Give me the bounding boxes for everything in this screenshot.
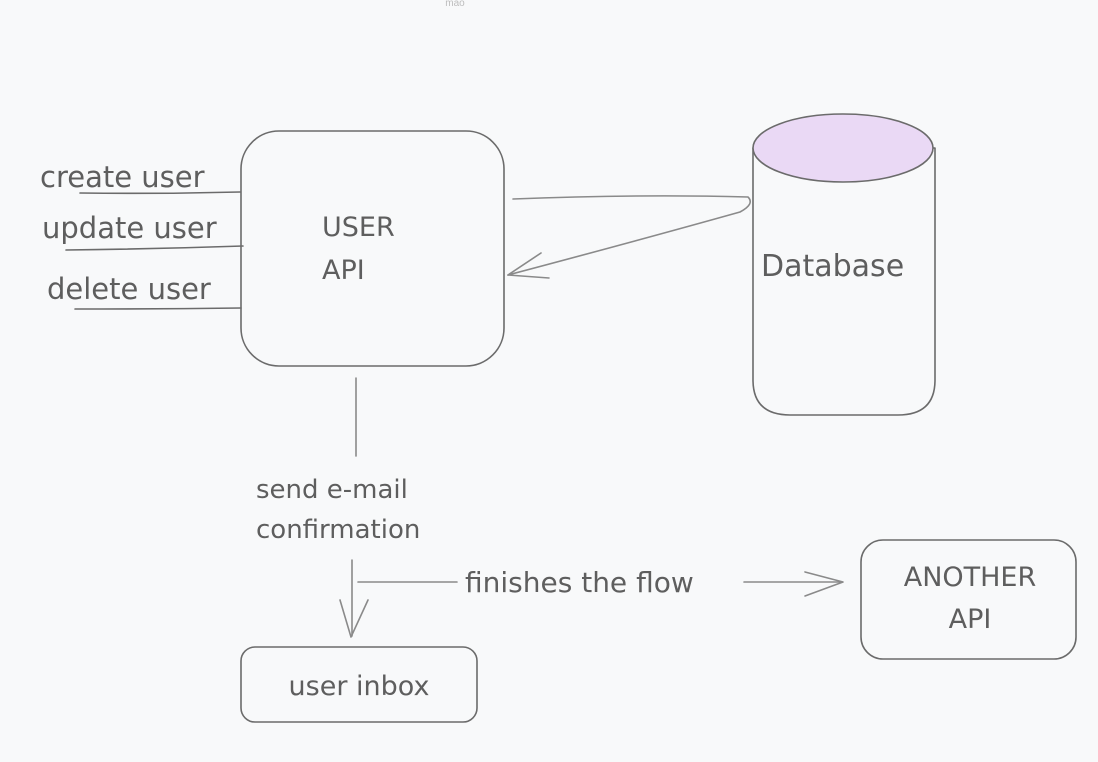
api-database-arrow (507, 195, 751, 279)
user-api-node[interactable]: USER API (240, 130, 505, 367)
finish-arrow: finishes the flow (357, 566, 844, 599)
api-database-arrow-head (507, 252, 550, 279)
user-api-label-line1: USER (322, 212, 395, 243)
database-node[interactable]: Database (752, 113, 936, 416)
database-top (752, 113, 934, 183)
another-api-label-line1: ANOTHER (904, 562, 1037, 593)
email-edge-label-line1: send e-mail (256, 475, 408, 505)
operation-update-user[interactable]: update user (42, 211, 244, 251)
operation-delete-user[interactable]: delete user (47, 272, 242, 310)
operation-label: update user (42, 211, 217, 245)
operation-line (79, 191, 241, 195)
email-arrow-head (339, 599, 369, 638)
email-edge-label: send e-mail confirmation (256, 475, 420, 545)
operation-line (65, 245, 244, 251)
another-api-node[interactable]: ANOTHER API (860, 539, 1077, 660)
another-api-label-line2: API (949, 604, 992, 635)
user-inbox-node[interactable]: user inbox (240, 646, 478, 723)
user-api-label-line2: API (322, 255, 365, 286)
operation-label: create user (40, 160, 205, 194)
user-api-box (240, 130, 505, 367)
operation-create-user[interactable]: create user (40, 160, 241, 195)
operation-line (74, 307, 242, 310)
finish-arrow-head (804, 571, 844, 597)
operation-label: delete user (47, 272, 211, 306)
database-body (752, 147, 936, 416)
user-inbox-label: user inbox (289, 671, 430, 702)
another-api-box (860, 539, 1077, 660)
finish-edge-label: finishes the flow (465, 566, 694, 599)
author-label: mao (445, 0, 465, 9)
email-edge-label-line2: confirmation (256, 515, 420, 545)
email-arrow (339, 559, 369, 638)
database-label: Database (761, 249, 904, 284)
api-database-arrow-line (507, 195, 751, 276)
user-inbox-box (240, 646, 478, 723)
